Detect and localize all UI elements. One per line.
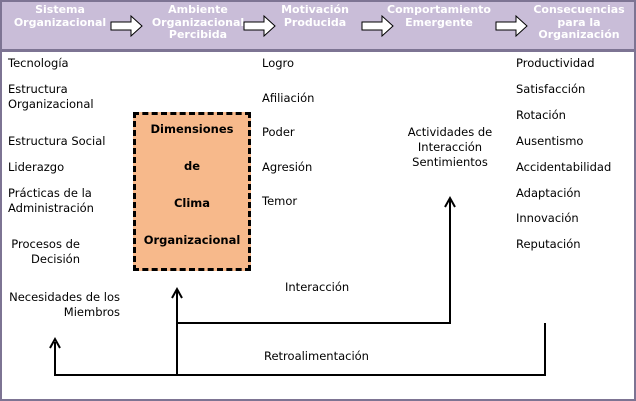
climate-dimensions-box: Dimensiones de Clima Organizacional (133, 112, 251, 271)
arrow-right-icon (243, 14, 276, 38)
arrow-head-icon (171, 286, 183, 299)
box-line: de (183, 159, 201, 173)
arrow-right-icon (110, 14, 143, 38)
stage-header: Sistema Organizacional Ambiente Organiza… (2, 2, 634, 52)
box-line: Organizacional (143, 233, 241, 247)
arrow-head-icon (49, 336, 61, 349)
consequence: Satisfacción (516, 82, 586, 96)
arrow-head-icon (444, 195, 456, 208)
stage-motivacion: Motivación Producida (281, 3, 349, 29)
stage-sistema: Sistema Organizacional (13, 3, 107, 29)
interaction-label: Interacción (285, 280, 350, 294)
motive-poder: Poder (262, 125, 295, 139)
stage-consecuencias: Consecuencias para la Organización (533, 3, 625, 41)
arrow-right-icon (495, 14, 528, 38)
item-practicas: Prácticas de la Administración (8, 186, 94, 215)
consequence: Ausentismo (516, 134, 584, 148)
consequence: Reputación (516, 237, 581, 251)
item-estructura-social: Estructura Social (8, 134, 106, 148)
consequence: Adaptación (516, 186, 581, 200)
motive-logro: Logro (262, 56, 295, 70)
consequence: Accidentabilidad (516, 160, 612, 174)
arrow-right-icon (361, 14, 394, 38)
stage-ambiente: Ambiente Organizacional Percibida (151, 3, 245, 41)
item-procesos: Procesos de Decisión (11, 237, 80, 266)
consequence: Productividad (516, 56, 595, 70)
interaction-line (177, 200, 451, 324)
feedback-line (54, 323, 546, 376)
item-necesidades: Necesidades de los Miembros (9, 290, 120, 319)
motive-temor: Temor (262, 194, 298, 208)
item-liderazgo: Liderazgo (8, 160, 65, 174)
box-line: Dimensiones (150, 122, 234, 136)
box-line: Clima (173, 196, 211, 210)
item-estructura-org: Estructura Organizacional (8, 82, 94, 111)
consequence: Innovación (516, 211, 579, 225)
item-tecnologia: Tecnología (8, 56, 69, 70)
consequence: Rotación (516, 108, 566, 122)
motive-agresion: Agresión (262, 160, 313, 174)
stage-comportamiento: Comportamiento Emergente (387, 3, 491, 29)
motive-afiliacion: Afiliación (262, 91, 315, 105)
feedback-label: Retroalimentación (264, 349, 369, 363)
behavior-text: Actividades de Interacción Sentimientos (407, 125, 493, 169)
